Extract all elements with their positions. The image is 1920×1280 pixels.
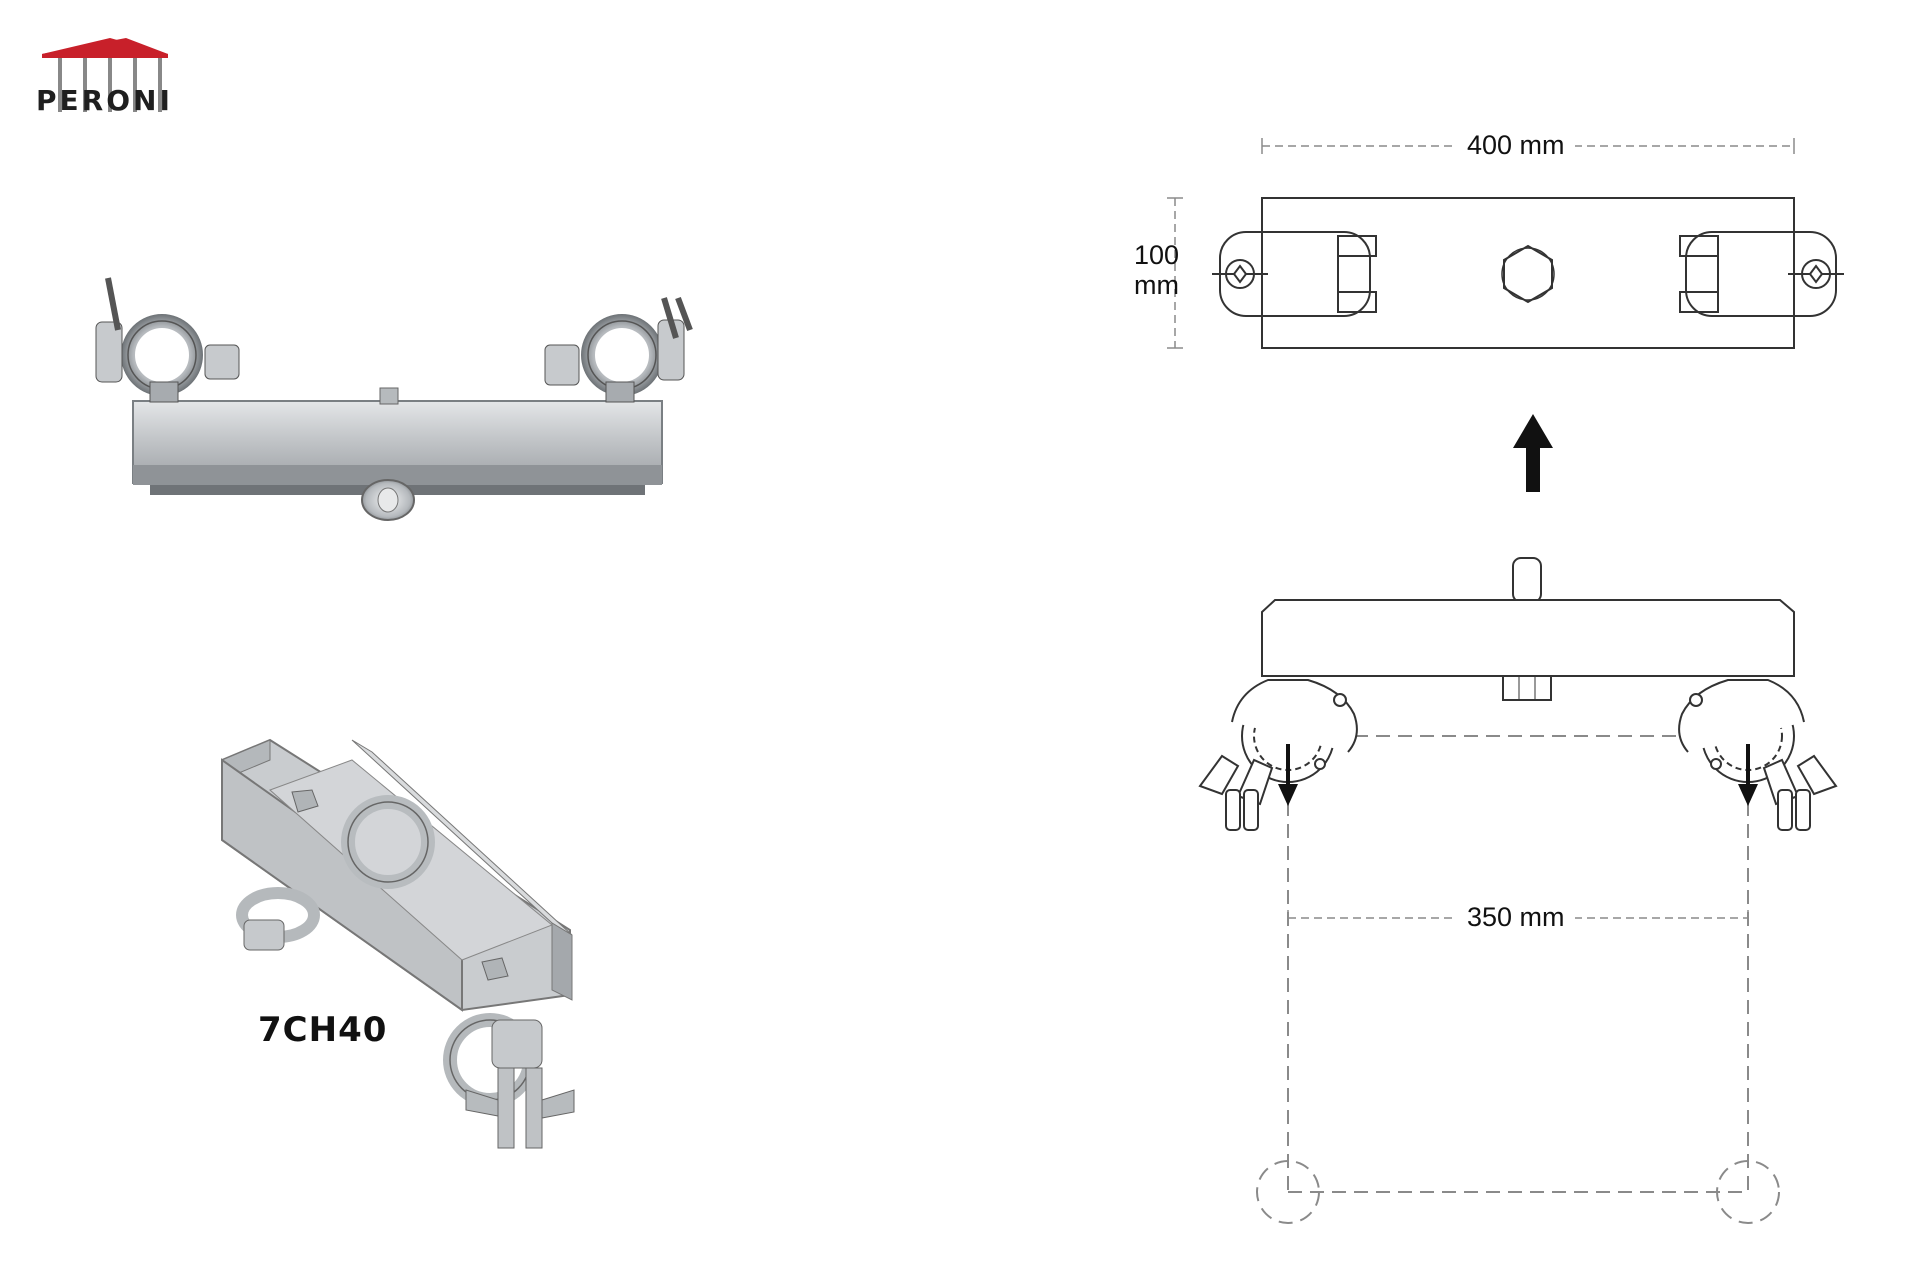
down-arrow-left-icon — [1278, 744, 1298, 806]
product-photo-front — [95, 277, 693, 521]
up-arrow-icon — [1513, 414, 1553, 492]
width-dimension-value: 100 — [1134, 240, 1180, 270]
length-dimension-label: 400 mm — [1457, 130, 1575, 160]
front-view-left-clamp-icon — [1198, 679, 1358, 831]
brand-name: PERONI — [36, 84, 173, 117]
clamp-spacing-label: 350 mm — [1457, 902, 1575, 932]
truss-outline — [1256, 735, 1780, 1224]
logo-roof-icon — [42, 38, 168, 112]
top-view-right-clamp-icon — [1679, 231, 1844, 317]
product-code-label: 7CH40 — [258, 1010, 388, 1050]
front-view-right-clamp-icon — [1678, 679, 1838, 831]
width-dimension-unit: mm — [1134, 270, 1179, 300]
lower-clamp-left-icon — [236, 887, 320, 951]
left-clamp-icon — [95, 277, 240, 403]
lower-clamp-right-icon — [443, 1013, 575, 1149]
right-clamp-icon — [544, 296, 693, 403]
top-view-left-clamp-icon — [1212, 231, 1377, 317]
down-arrow-right-icon — [1738, 744, 1758, 806]
product-photo-perspective — [221, 738, 575, 1149]
